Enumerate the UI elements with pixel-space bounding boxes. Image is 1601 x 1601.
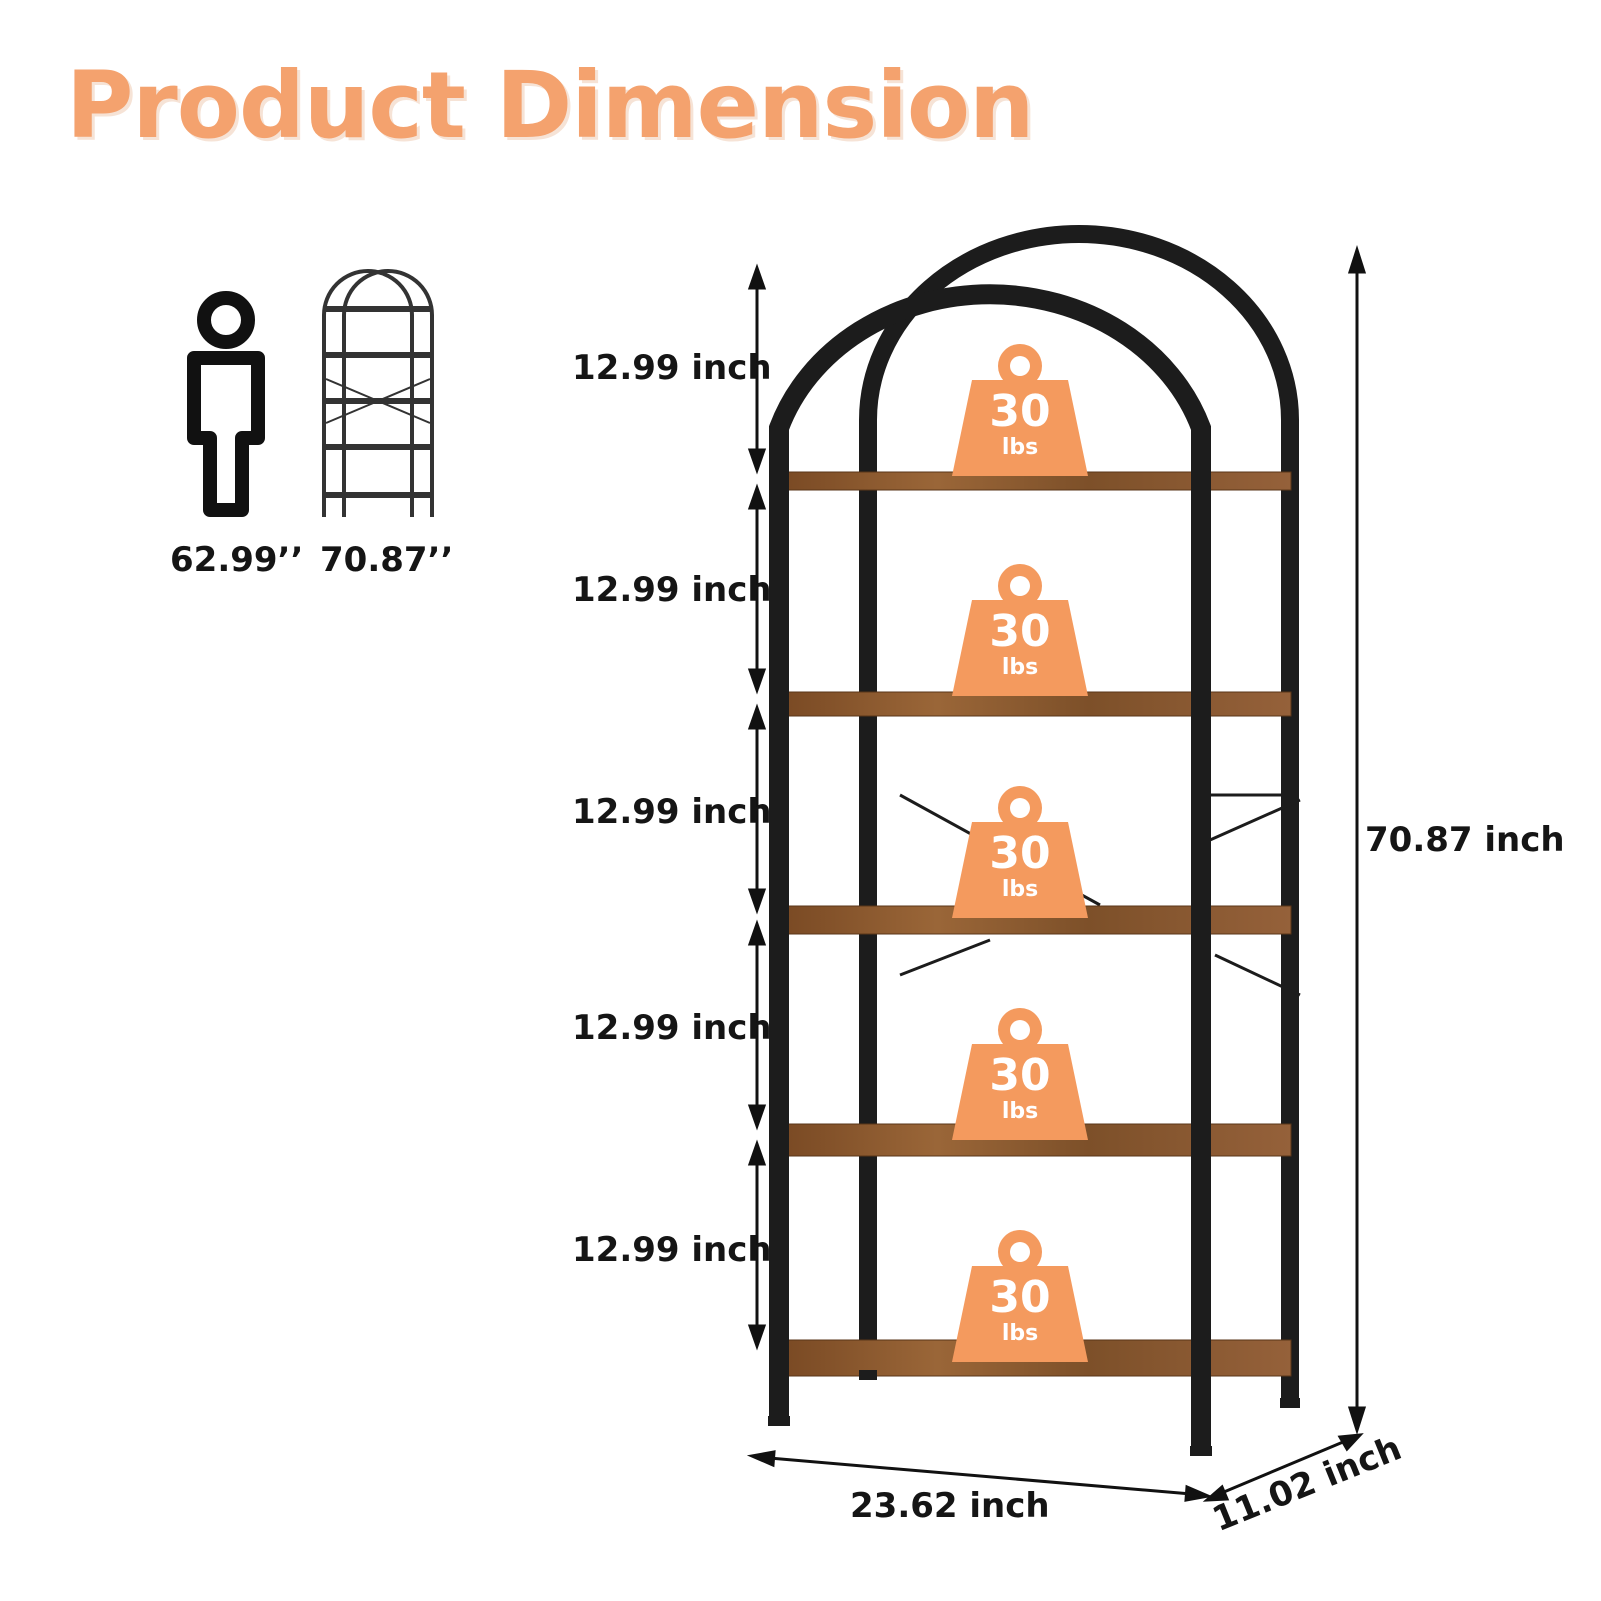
shelf-height-label: 70.87’’ <box>320 540 454 580</box>
back-frame <box>859 225 1299 1398</box>
svg-text:lbs: lbs <box>1002 435 1038 460</box>
weight-icon: 30 lbs <box>952 1230 1088 1362</box>
svg-text:30: 30 <box>989 606 1050 657</box>
weight-icon: 30 lbs <box>952 564 1088 696</box>
gap-arrows <box>747 263 767 1351</box>
gap-label-4: 12.99 inch <box>572 1008 772 1048</box>
gap-label-5: 12.99 inch <box>572 1230 772 1270</box>
front-frame <box>769 284 1211 1448</box>
gap-label-2: 12.99 inch <box>572 570 772 610</box>
depth-arrow <box>1202 1433 1364 1502</box>
page-title: Product Dimension <box>66 52 1035 159</box>
gap-label-1: 12.99 inch <box>572 348 772 388</box>
bookshelf-icon <box>322 269 434 517</box>
total-height-label: 70.87 inch <box>1365 820 1565 860</box>
weight-badges: 30 lbs 30 lbs 30 lbs 30 lbs 30 lbs <box>952 344 1088 1362</box>
svg-text:30: 30 <box>989 1050 1050 1101</box>
svg-text:lbs: lbs <box>1002 1099 1038 1124</box>
weight-icon: 30 lbs <box>952 1008 1088 1140</box>
svg-text:lbs: lbs <box>1002 655 1038 680</box>
svg-text:30: 30 <box>989 386 1050 437</box>
weight-icon: 30 lbs <box>952 344 1088 476</box>
person-height-label: 62.99’’ <box>170 540 304 580</box>
svg-text:lbs: lbs <box>1002 1321 1038 1346</box>
width-arrow <box>746 1450 1214 1502</box>
person-icon <box>187 291 265 517</box>
weight-icon: 30 lbs <box>952 786 1088 918</box>
svg-text:lbs: lbs <box>1002 877 1038 902</box>
svg-text:30: 30 <box>989 1272 1050 1323</box>
height-arrow <box>1347 245 1367 1435</box>
width-label: 23.62 inch <box>850 1486 1050 1526</box>
svg-text:30: 30 <box>989 828 1050 879</box>
gap-label-3: 12.99 inch <box>572 792 772 832</box>
